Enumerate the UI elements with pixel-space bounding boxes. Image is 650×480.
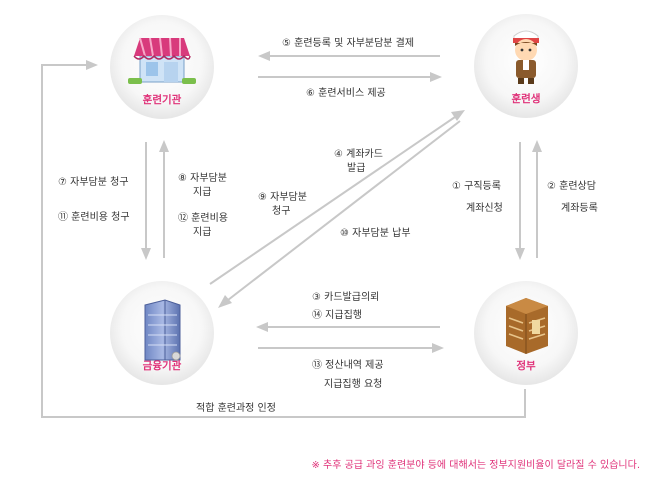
arrow-step6 (258, 72, 442, 82)
step6-label: ⑥ 훈련서비스 제공 (306, 88, 386, 99)
step7-label: ⑦ 자부담분 청구 (58, 177, 129, 188)
trainee-person-icon (513, 30, 539, 84)
arrow-step7-11 (141, 142, 151, 260)
arrow-step10 (218, 120, 461, 308)
footnote: ※ 추후 공급 과잉 훈련분야 등에 대해서는 정부지원비율이 달라질 수 있습… (311, 460, 640, 471)
step8-label-line2: 지급 (193, 187, 212, 198)
step12-label-line1: ⑫ 훈련비용 (178, 213, 228, 224)
step8-label-line1: ⑧ 자부담분 (178, 173, 227, 184)
arrow-step5 (258, 51, 440, 61)
step14-label: ⑭ 지급집행 (312, 310, 362, 321)
flow-arrows (41, 51, 542, 418)
step4-label-line2: 발급 (347, 163, 366, 174)
financial-institution-label: 금융기관 (142, 360, 182, 372)
training-institution-label: 훈련기관 (142, 94, 182, 106)
arrow-step2 (532, 140, 542, 258)
arrow-step13 (258, 343, 444, 353)
step1-label-line2: 계좌신청 (466, 203, 503, 214)
arrow-step8-12 (159, 140, 169, 258)
bank-building-icon (144, 299, 181, 361)
step9-label-line2: 청구 (272, 206, 291, 217)
step3-label: ③ 카드발급의뢰 (312, 292, 380, 303)
step9-label-line1: ⑨ 자부담분 (258, 192, 307, 203)
step10-label: ⑩ 자부담분 납부 (340, 228, 411, 239)
arrow-step4-9 (209, 110, 465, 285)
government-building-icon (506, 298, 548, 354)
government-label: 정부 (516, 360, 536, 372)
step2-label-line1: ② 훈련상담 (547, 181, 596, 192)
step2-label-line2: 계좌등록 (561, 203, 598, 214)
shop-icon (128, 37, 196, 84)
step13-label-line2: 지급집행 요청 (324, 379, 383, 390)
step12-label-line2: 지급 (193, 227, 212, 238)
step13-label-line1: ⑬ 정산내역 제공 (312, 360, 384, 371)
certify-label: 적합 훈련과정 인정 (196, 403, 276, 414)
trainee-label: 훈련생 (511, 93, 541, 105)
step4-label-line1: ④ 계좌카드 (334, 149, 383, 160)
arrow-step3-14 (256, 322, 440, 332)
step11-label: ⑪ 훈련비용 청구 (58, 212, 130, 223)
arrow-certify (41, 60, 526, 418)
arrow-step1 (515, 142, 525, 260)
step5-label: ⑤ 훈련등록 및 자부분담분 결제 (282, 38, 415, 49)
step1-label-line1: ① 구직등록 (452, 181, 501, 192)
